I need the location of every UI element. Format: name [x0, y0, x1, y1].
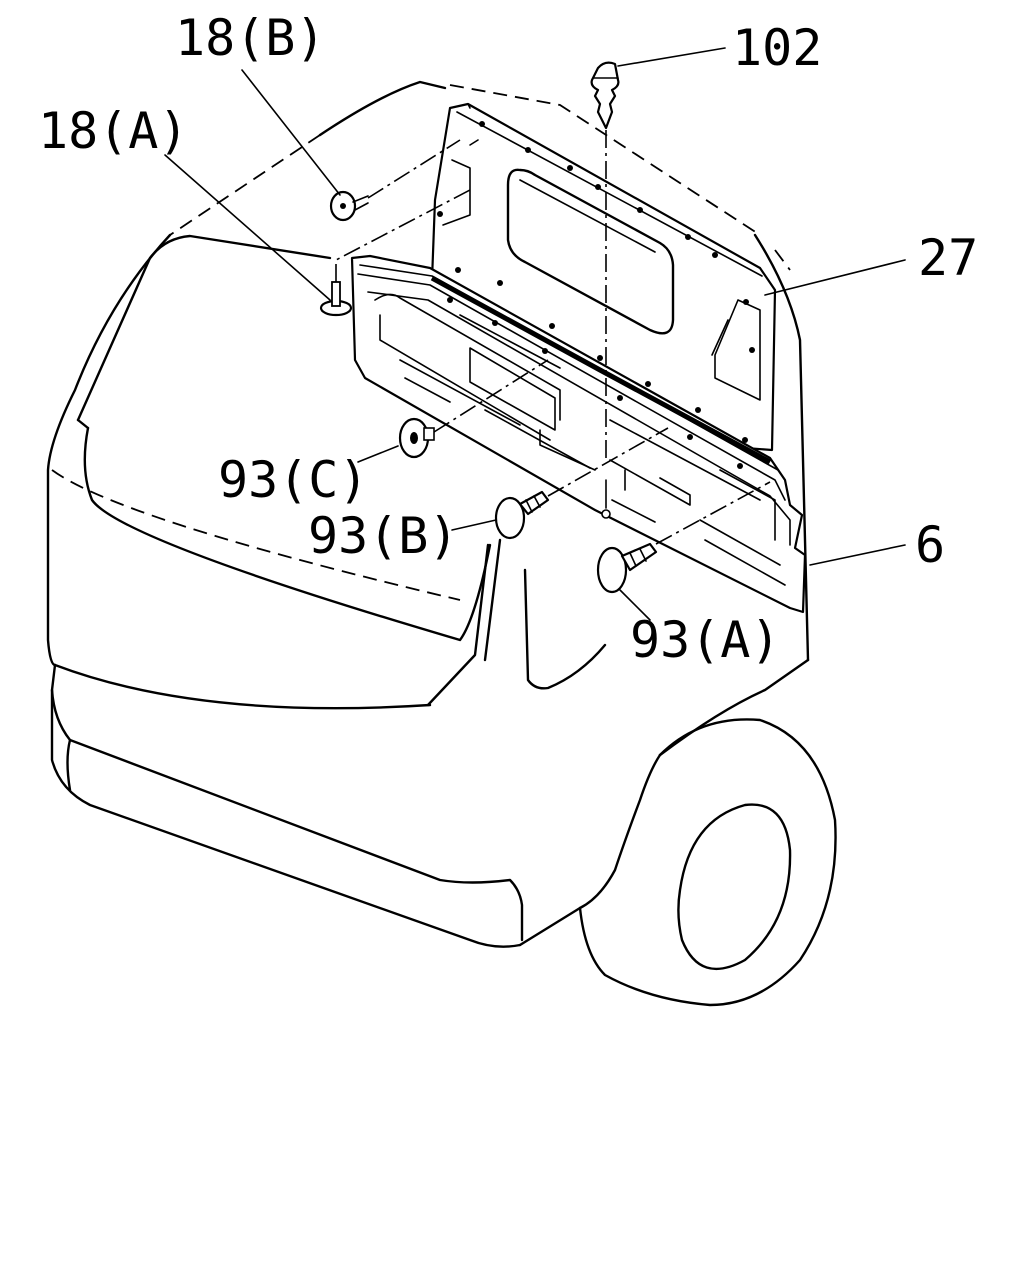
vehicle-body: [46, 80, 837, 1007]
leader-lines: [164, 47, 906, 621]
fastener-93c: [398, 359, 549, 459]
label-93b: 93(B): [308, 507, 459, 565]
fastener-18b: [329, 139, 461, 222]
label-27: 27: [918, 229, 978, 287]
fastener-93a: [596, 481, 771, 594]
fastener-93b: [494, 427, 669, 540]
floor-panel-6: [350, 254, 807, 614]
label-6: 6: [915, 516, 945, 574]
label-102: 102: [732, 19, 822, 77]
clip-102: [590, 61, 620, 519]
label-93c: 93(C): [218, 451, 369, 509]
label-18b: 18(B): [175, 9, 326, 67]
upper-panel-27: [430, 102, 777, 452]
label-18a: 18(A): [38, 102, 189, 160]
label-93a: 93(A): [630, 611, 781, 669]
fastener-18a: [319, 189, 471, 317]
